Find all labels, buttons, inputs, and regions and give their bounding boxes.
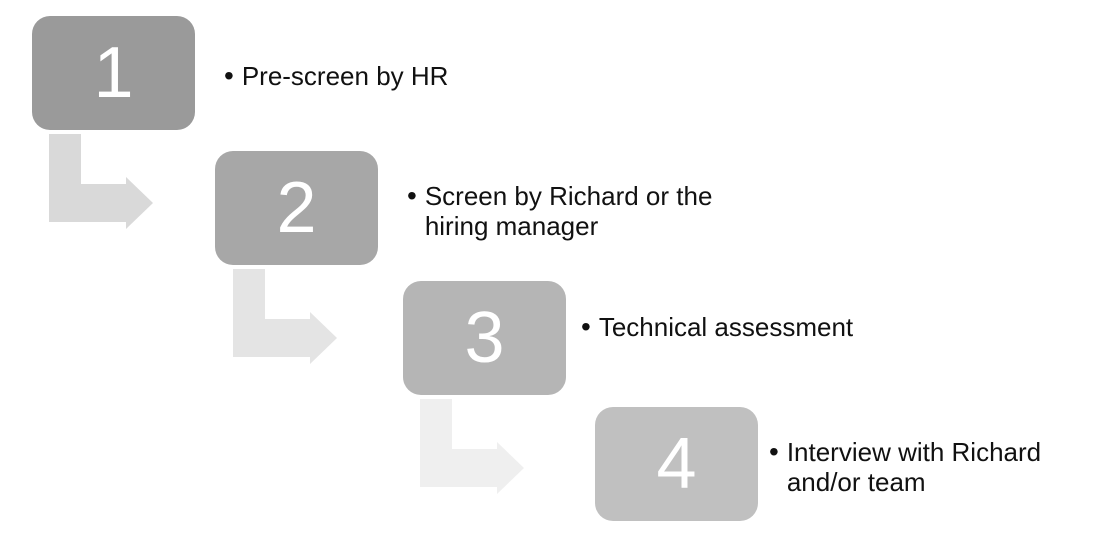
bent-arrow-icon: [49, 134, 153, 229]
step-3-description: • Technical assessment: [581, 311, 853, 343]
description-line: and/or team: [786, 467, 926, 497]
step-3-description-lines: Technical assessment: [599, 312, 853, 342]
bullet-icon: •: [581, 311, 591, 342]
step-4-description-lines: Interview with Richard and/or team: [787, 437, 1041, 497]
bullet-icon: •: [407, 180, 417, 211]
step-3-number: 3: [464, 298, 505, 378]
step-4-number: 4: [656, 424, 697, 504]
bent-arrow-icon: [233, 269, 337, 364]
step-1-description: • Pre-screen by HR: [224, 60, 449, 92]
bullet-icon: •: [769, 436, 779, 467]
description-line: hiring manager: [424, 211, 599, 241]
step-4-number-box: 4: [595, 407, 758, 521]
step-3-number-box: 3: [403, 281, 566, 395]
step-2-number-box: 2: [215, 151, 378, 265]
step-2-description: • Screen by Richard or the hiring manage…: [407, 180, 713, 242]
step-1-number-box: 1: [32, 16, 195, 130]
step-2-description-lines: Screen by Richard or the hiring manager: [425, 181, 713, 241]
description-line: Screen by Richard or the: [424, 181, 713, 211]
step-2-number: 2: [276, 168, 317, 248]
description-line: Technical assessment: [598, 312, 854, 342]
step-1-description-lines: Pre-screen by HR: [242, 61, 449, 91]
bent-arrow-icon: [420, 399, 524, 494]
step-4-description: • Interview with Richard and/or team: [769, 436, 1041, 498]
description-line: Pre-screen by HR: [241, 61, 449, 91]
step-1-number: 1: [93, 33, 134, 113]
description-line: Interview with Richard: [786, 437, 1042, 467]
bullet-icon: •: [224, 60, 234, 91]
